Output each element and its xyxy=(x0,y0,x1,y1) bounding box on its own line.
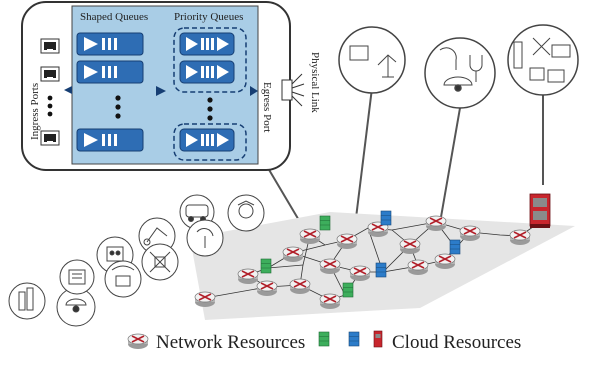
arrow-icon xyxy=(156,86,166,96)
router-icon xyxy=(299,228,321,245)
iot-device-icon xyxy=(227,194,265,232)
iot-device-icon xyxy=(186,219,224,257)
iot-device-icon xyxy=(338,26,406,94)
queue-icon xyxy=(179,60,235,84)
iot-devices xyxy=(8,194,265,327)
legend-network-label: Network Resources xyxy=(156,332,305,353)
priority-group-frame xyxy=(173,123,247,161)
router-icon xyxy=(319,293,341,310)
server-icon xyxy=(449,239,461,255)
router-icon xyxy=(434,253,456,270)
iot-device-icon xyxy=(424,37,496,109)
ethernet-port-icon xyxy=(40,66,60,82)
router-icon xyxy=(336,233,358,250)
router-icon xyxy=(319,258,341,275)
port-ellipsis xyxy=(47,95,53,117)
iot-device-icon xyxy=(8,282,46,320)
queue-icon xyxy=(179,32,235,56)
legend-cloud-label: Cloud Resources xyxy=(392,332,521,353)
iot-device-icon xyxy=(141,243,179,281)
server-icon xyxy=(318,331,330,347)
priority-queue-ellipsis xyxy=(207,97,213,121)
server-icon xyxy=(348,331,360,347)
router-icon xyxy=(194,291,216,308)
server-icon xyxy=(260,258,272,274)
router-icon xyxy=(407,259,429,276)
queue-icon xyxy=(179,128,235,152)
legend: Network Resources Cloud Resources xyxy=(127,330,521,353)
iot-device-icon xyxy=(59,259,95,295)
router-icon xyxy=(425,215,447,232)
queue-icon xyxy=(76,128,144,152)
ethernet-port-icon xyxy=(40,38,60,54)
iot-device-icon xyxy=(507,24,579,96)
fiber-cable-icon xyxy=(281,73,305,107)
router-icon xyxy=(349,265,371,282)
server-icon xyxy=(373,330,383,348)
queue-ellipsis xyxy=(115,95,121,119)
server-icon xyxy=(342,282,354,298)
priority-queues-title: Priority Queues xyxy=(174,11,243,23)
server-icon xyxy=(319,215,331,231)
queue-icon xyxy=(76,32,144,56)
shaped-queues-title: Shaped Queues xyxy=(80,11,148,23)
queue-icon xyxy=(76,60,144,84)
cloud-servers xyxy=(260,193,551,298)
switch-panel: Shaped Queues Priority Queues Ingress Po… xyxy=(21,1,321,171)
iot-device-icon xyxy=(104,260,142,298)
router-icon xyxy=(289,278,311,295)
physical-link-label: Physical Link xyxy=(309,52,321,113)
arrow-icon xyxy=(250,86,258,96)
router-icon xyxy=(256,280,278,297)
server-icon xyxy=(375,262,387,278)
router-icon xyxy=(237,268,259,285)
arrow-icon xyxy=(64,86,72,94)
router-icon xyxy=(282,246,304,263)
priority-group-frame xyxy=(173,27,247,93)
device-bubbles xyxy=(338,24,579,109)
router-icon xyxy=(509,229,531,246)
router-icon xyxy=(459,225,481,242)
ingress-ports-label: Ingress Ports xyxy=(29,83,41,140)
router-icon xyxy=(399,238,421,255)
ethernet-port-icon xyxy=(40,130,60,146)
server-icon xyxy=(529,193,551,228)
egress-port-label: Egress Port xyxy=(261,82,273,132)
server-icon xyxy=(380,210,392,226)
router-icon xyxy=(127,333,149,350)
